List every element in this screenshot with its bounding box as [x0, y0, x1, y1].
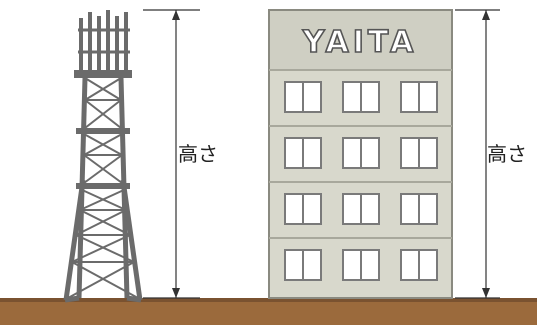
building-window	[400, 249, 438, 281]
building-window	[342, 81, 380, 113]
building-window	[342, 249, 380, 281]
building-windows	[284, 81, 438, 281]
building-height-measure	[455, 9, 500, 299]
building-window	[342, 193, 380, 225]
building-sign: YAITA	[302, 25, 418, 60]
building-window	[284, 249, 322, 281]
building-height-label: 高さ	[487, 142, 527, 166]
building-window	[400, 193, 438, 225]
building-window	[284, 81, 322, 113]
building-window	[284, 137, 322, 169]
tower-height-measure	[143, 9, 200, 299]
ground	[0, 298, 537, 325]
building-window	[284, 193, 322, 225]
building-window	[400, 137, 438, 169]
tower-antennas	[78, 10, 130, 70]
building-window	[342, 137, 380, 169]
tower-height-label: 高さ	[178, 142, 218, 166]
building-window	[400, 81, 438, 113]
steel-tower	[63, 10, 143, 303]
